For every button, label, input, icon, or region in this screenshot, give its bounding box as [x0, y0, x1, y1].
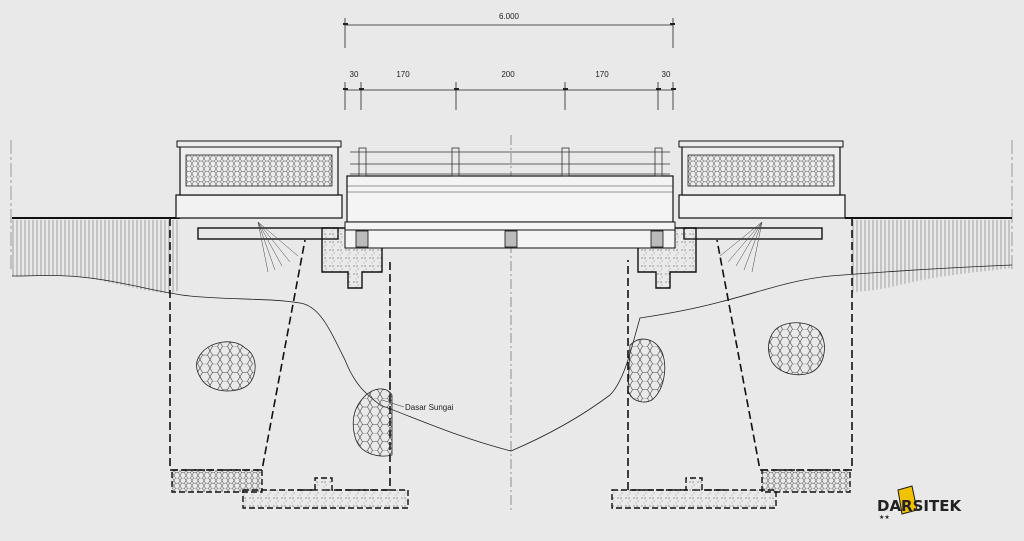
dimension-segment-label: 170	[595, 70, 609, 79]
left-abutment	[169, 140, 409, 509]
dimension-segment-label: 200	[501, 70, 515, 79]
logo-text: DARSITEK	[877, 497, 962, 515]
dimension-segment-label: 30	[350, 70, 359, 79]
river-bed-label: Dasar Sungai	[405, 403, 454, 412]
dimension-segment-label: 170	[396, 70, 410, 79]
bridge-deck	[344, 147, 676, 249]
right-abutment	[611, 140, 853, 509]
river-bed-leader	[381, 399, 405, 408]
edge-guide-lines	[10, 140, 1013, 270]
logo-mark-icon	[897, 485, 918, 515]
dimension-lines	[343, 18, 676, 110]
logo-stars: ★★	[879, 514, 890, 521]
dimension-segment-label: 30	[662, 70, 671, 79]
soil-hatch	[12, 220, 1012, 294]
darsitek-logo: DARSITEK ★★	[877, 485, 962, 521]
river-profile-line	[11, 264, 1013, 452]
dimension-total-label: 6.000	[499, 12, 520, 21]
